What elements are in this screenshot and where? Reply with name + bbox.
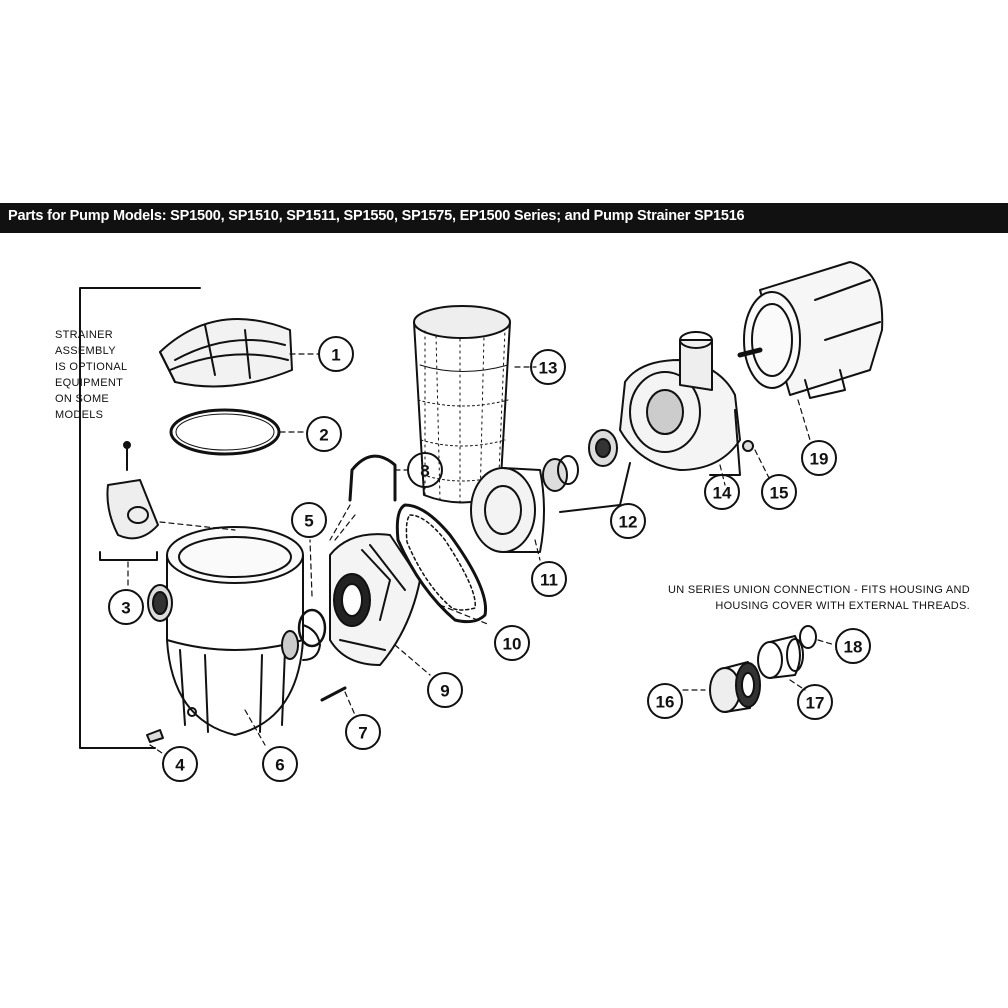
callout-2 — [306, 416, 342, 452]
part-16-union-nut — [709, 661, 761, 713]
part-1-strainer-cover — [159, 318, 293, 388]
union-note-line: UN SERIES UNION CONNECTION - FITS HOUSIN… — [668, 584, 970, 596]
callout-13 — [530, 349, 566, 385]
callout-8 — [407, 452, 443, 488]
callout-label: 11 — [540, 571, 558, 590]
strainer-note-line: EQUIPMENT — [55, 377, 124, 389]
header-bar: Parts for Pump Models: SP1500, SP1510, S… — [0, 203, 1008, 233]
part-9-housing-cover — [329, 533, 421, 666]
callout-17 — [797, 684, 833, 720]
callout-label: 9 — [440, 682, 449, 701]
strainer-assembly-bracket — [79, 287, 201, 749]
part-18-union-o-ring — [799, 625, 817, 649]
part-6-strainer-housing — [147, 526, 321, 736]
strainer-note-line: IS OPTIONAL — [55, 361, 128, 373]
part-10-gasket — [395, 503, 488, 624]
part-3-drain-bracket — [99, 441, 159, 561]
callout-16 — [647, 683, 683, 719]
callout-label: 4 — [175, 756, 185, 775]
callout-11 — [531, 561, 567, 597]
part-11-diffuser — [470, 467, 545, 553]
callout-label: 1 — [331, 346, 340, 365]
part-12-impeller-seal — [542, 429, 631, 513]
callout-7 — [345, 714, 381, 750]
callout-18 — [835, 628, 871, 664]
callout-3 — [108, 589, 144, 625]
callout-1 — [318, 336, 354, 372]
strainer-note-line: STRAINER — [55, 329, 114, 341]
callout-15 — [761, 474, 797, 510]
union-note: UN SERIES UNION CONNECTION - FITS HOUSIN… — [600, 582, 970, 614]
strainer-note-line: ASSEMBLY — [55, 345, 116, 357]
part-19-motor — [737, 261, 884, 399]
strainer-note-line: MODELS — [55, 409, 104, 421]
part-17-union-tailpiece — [757, 635, 804, 679]
callout-label: 5 — [304, 512, 313, 531]
part-15-nut — [742, 440, 754, 452]
callout-label: 10 — [503, 635, 522, 654]
callout-label: 19 — [810, 450, 829, 469]
callout-label: 17 — [806, 694, 825, 713]
strainer-note: STRAINER ASSEMBLY IS OPTIONAL EQUIPMENT … — [55, 327, 165, 423]
callout-19 — [801, 440, 837, 476]
part-7-screw — [320, 686, 347, 702]
callout-5 — [291, 502, 327, 538]
callout-14 — [704, 474, 740, 510]
callout-label: 15 — [770, 484, 789, 503]
callouts — [108, 336, 871, 782]
callout-label: 16 — [656, 693, 675, 712]
part-5-o-ring — [297, 608, 327, 648]
page-title: Parts for Pump Models: SP1500, SP1510, S… — [8, 208, 745, 224]
callout-label: 6 — [275, 756, 284, 775]
part-8-wire-clamp — [348, 454, 397, 502]
union-note-line: HOUSING COVER WITH EXTERNAL THREADS. — [715, 600, 970, 612]
part-4-drain-plug — [146, 729, 164, 743]
callout-12 — [610, 503, 646, 539]
callout-label: 14 — [713, 484, 732, 503]
callout-label: 7 — [358, 724, 367, 743]
callout-6 — [262, 746, 298, 782]
part-14-pump-housing — [619, 331, 741, 476]
callout-label: 13 — [539, 359, 558, 378]
strainer-note-line: ON SOME — [55, 393, 110, 405]
callout-label: 8 — [420, 462, 429, 481]
callout-label: 12 — [619, 513, 638, 532]
callout-label: 2 — [319, 426, 328, 445]
callout-10 — [494, 625, 530, 661]
callout-4 — [162, 746, 198, 782]
callout-9 — [427, 672, 463, 708]
part-2-cover-o-ring — [169, 408, 281, 456]
callout-label: 18 — [844, 638, 863, 657]
callout-label: 3 — [121, 599, 130, 618]
